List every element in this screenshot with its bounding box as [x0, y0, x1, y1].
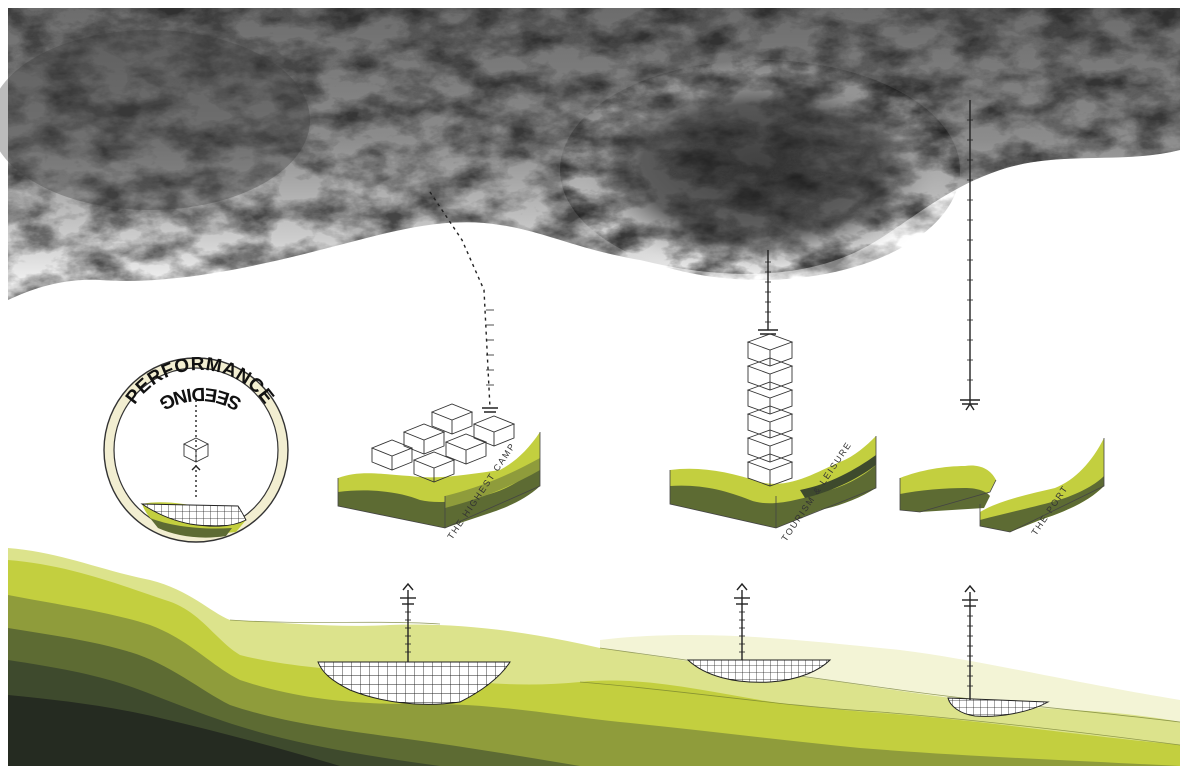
terrain-section	[8, 548, 1181, 766]
scenario-tourism-leisure: TOURISM & LEISURE	[669, 250, 877, 543]
terrain-layer-darkest	[8, 695, 340, 766]
seed-grid-left	[317, 661, 511, 705]
cloud-mass	[0, 8, 1180, 300]
seed-grid-middle	[686, 659, 832, 683]
section-mast-middle	[734, 582, 750, 660]
scenario-highest-camp: THE HIGHEST CAMP	[337, 191, 541, 541]
seed-grid-right	[947, 697, 1050, 717]
performance-seeding-badge: PERFORMANCE SEEDING	[103, 354, 289, 543]
section-mast-right	[962, 584, 978, 700]
section-mast-left	[400, 582, 416, 662]
